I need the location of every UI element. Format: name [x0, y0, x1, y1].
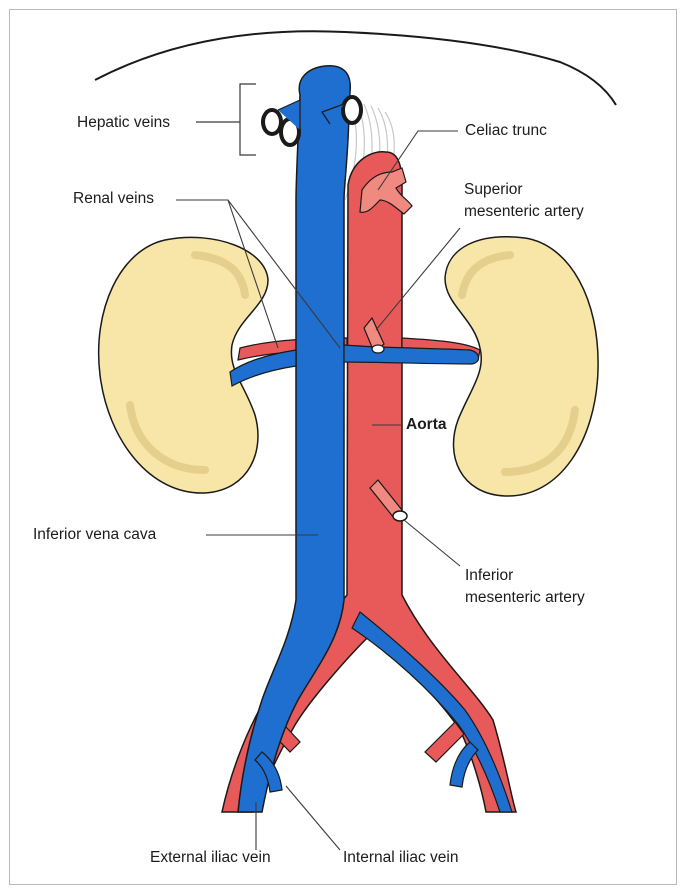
diaphragm-contour — [95, 31, 616, 105]
label-renal-veins: Renal veins — [73, 189, 154, 208]
label-hepatic-veins: Hepatic veins — [77, 113, 170, 132]
label-external-iliac-vein: External iliac vein — [150, 848, 271, 867]
label-superior-mesenteric-artery-2: mesenteric artery — [464, 202, 584, 221]
leader-internal-iliac-vein — [286, 786, 340, 850]
label-inferior-mesenteric-artery-1: Inferior — [465, 566, 513, 585]
label-inferior-mesenteric-artery-2: mesenteric artery — [465, 588, 585, 607]
hepatic-veins-bracket — [196, 84, 256, 155]
leader-inferior-mesenteric — [404, 520, 460, 566]
label-celiac-trunc: Celiac trunc — [465, 121, 547, 140]
label-superior-mesenteric-artery-1: Superior — [464, 180, 523, 199]
label-inferior-vena-cava: Inferior vena cava — [33, 525, 156, 544]
label-aorta: Aorta — [406, 415, 446, 434]
label-internal-iliac-vein: Internal iliac vein — [343, 848, 458, 867]
